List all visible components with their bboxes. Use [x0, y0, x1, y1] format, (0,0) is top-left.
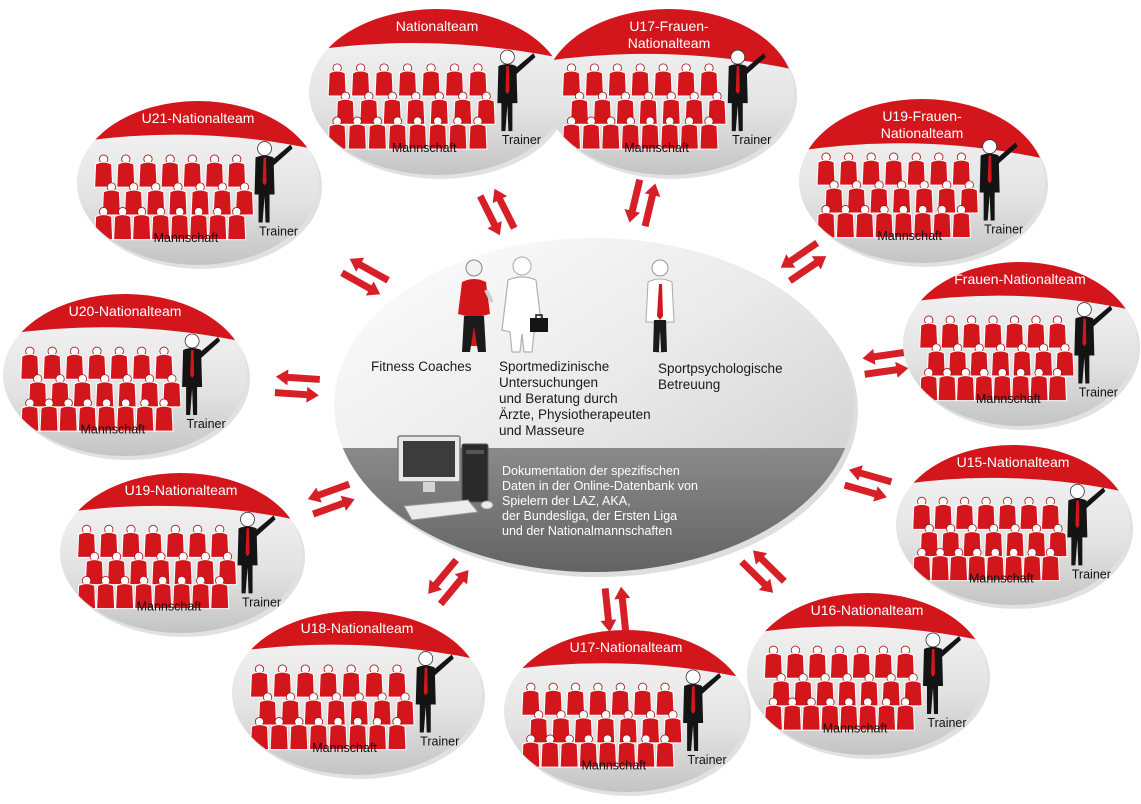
arrow-from-frauen [863, 349, 907, 365]
team-title: U19-Nationalteam [125, 482, 238, 498]
trainer-label: Trainer [259, 225, 298, 239]
team-players [21, 347, 181, 431]
team-label: Mannschaft [581, 758, 646, 772]
arrow-to-frauen [864, 362, 908, 378]
sports-psychology-label: Sportpsychologische Betreuung [658, 361, 783, 393]
online-database-label: Dokumentation der spezifischen Daten in … [502, 464, 698, 539]
trainer-label: Trainer [688, 753, 727, 767]
team-label: Mannschaft [969, 572, 1034, 586]
arrow-from-u17 [614, 587, 630, 631]
trainer-label: Trainer [502, 133, 541, 147]
team-players [920, 316, 1074, 401]
trainer-label: Trainer [927, 716, 966, 730]
team-players [78, 525, 237, 608]
team-title: Nationalteam [396, 18, 479, 34]
trainer-label: Trainer [1072, 567, 1111, 581]
arrow-to-u15 [844, 482, 887, 502]
trainer-label: Trainer [420, 735, 459, 749]
arrow-to-u17 [601, 588, 617, 632]
arrow-from-u15 [849, 465, 892, 485]
trainer-label: Trainer [732, 133, 771, 147]
trainer-label: Trainer [242, 595, 281, 609]
team-label: Mannschaft [823, 721, 888, 735]
trainer-label: Trainer [187, 417, 226, 431]
arrow-to-u20 [276, 369, 320, 385]
team-players [95, 155, 254, 240]
trainer-label: Trainer [1079, 386, 1118, 400]
team-players [913, 497, 1067, 580]
team-title: U20-Nationalteam [69, 303, 182, 319]
arrow-from-u17-frauen [625, 179, 644, 223]
team-title: U17-Frauen-Nationalteam [628, 18, 711, 51]
team-label: Mannschaft [312, 741, 377, 755]
team-players [764, 646, 922, 730]
team-title: U18-Nationalteam [301, 620, 414, 636]
team-label: Mannschaft [976, 392, 1041, 406]
team-label: Mannschaft [624, 141, 689, 155]
team-label: Mannschaft [154, 231, 219, 245]
team-title: U21-Nationalteam [142, 110, 255, 126]
team-label: Mannschaft [392, 141, 457, 155]
team-title: Frauen-Nationalteam [954, 271, 1086, 287]
team-title: U19-Frauen-Nationalteam [881, 108, 964, 141]
team-players [522, 683, 682, 767]
team-title: U15-Nationalteam [957, 454, 1070, 470]
team-players [251, 665, 415, 750]
team-label: Mannschaft [137, 600, 202, 614]
team-players [563, 64, 727, 149]
arrow-to-u17-frauen [642, 184, 661, 228]
team-players [328, 64, 495, 149]
team-label: Mannschaft [80, 422, 145, 436]
arrow-from-u20 [275, 387, 319, 403]
sports-medicine-label: Sportmedizinische Untersuchungen und Ber… [499, 359, 651, 439]
team-label: Mannschaft [877, 229, 942, 243]
team-title: U16-Nationalteam [811, 602, 924, 618]
team-title: U17-Nationalteam [570, 639, 683, 655]
fitness-coaches-label: Fitness Coaches [371, 359, 472, 375]
trainer-label: Trainer [984, 223, 1023, 237]
team-players [817, 153, 978, 238]
